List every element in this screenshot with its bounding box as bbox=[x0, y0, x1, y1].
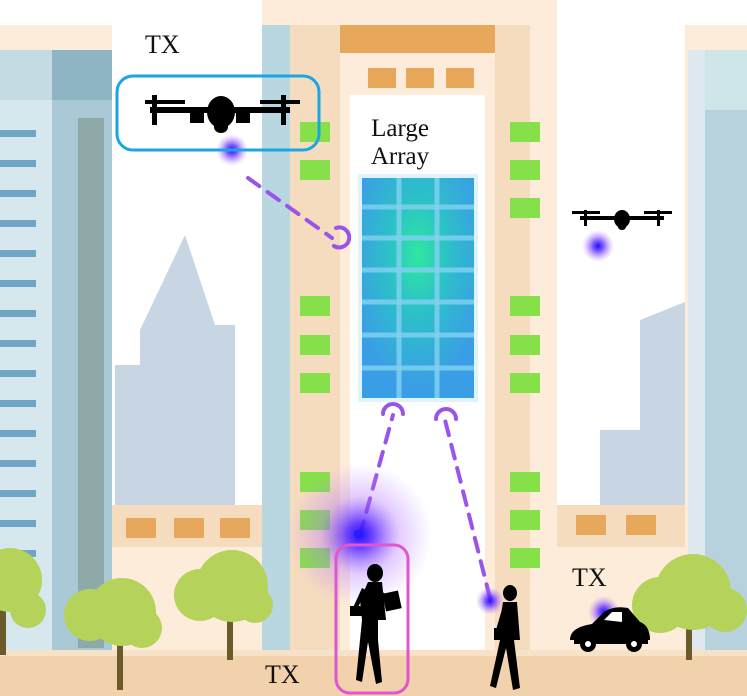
car-icon bbox=[570, 607, 650, 652]
antenna-array-grid bbox=[362, 178, 474, 398]
tree-icon bbox=[632, 554, 747, 660]
pedestrian-highlight-box bbox=[334, 543, 410, 695]
tx-label-pedestrian: TX bbox=[265, 660, 300, 689]
beam-pedestrian2-to-array bbox=[443, 418, 492, 600]
tx-label-drone: TX bbox=[145, 30, 180, 59]
antenna-array-icon bbox=[358, 174, 478, 402]
large-array-label-line1: Large bbox=[371, 115, 429, 142]
tx-dot-pedestrian bbox=[354, 530, 362, 538]
right-tall-building bbox=[685, 25, 747, 690]
tx-label-car: TX bbox=[572, 563, 607, 592]
drone-icon bbox=[572, 210, 672, 230]
pedestrian-icon bbox=[350, 564, 402, 684]
beam-arcs bbox=[332, 225, 458, 421]
drone-icon bbox=[145, 95, 300, 133]
pedestrian-icon bbox=[490, 585, 520, 690]
tree-icon bbox=[174, 550, 273, 660]
tx-glow-drone-right bbox=[582, 230, 614, 262]
tx-glow-pedestrian-right bbox=[476, 587, 504, 615]
tree-icon bbox=[64, 578, 162, 690]
drone-highlight-box bbox=[115, 74, 321, 152]
beam-drone-to-array bbox=[246, 176, 334, 240]
large-array-label-line2: Array bbox=[370, 143, 430, 170]
large-array-label: Large Array bbox=[362, 115, 438, 171]
tree-icon bbox=[0, 548, 46, 655]
